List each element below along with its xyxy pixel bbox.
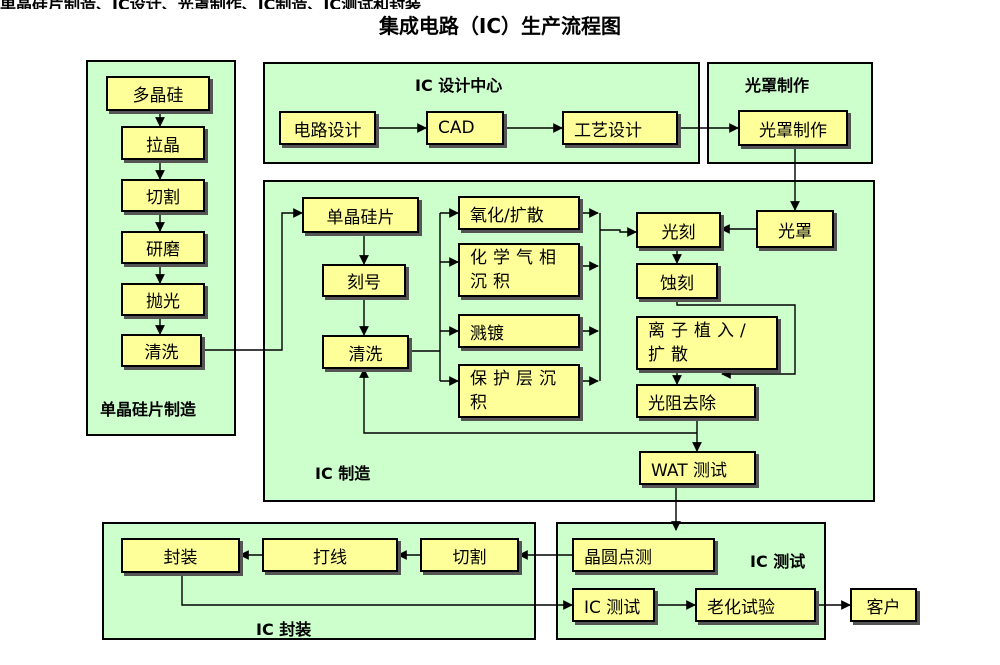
- box-wire-bond: 打线: [262, 538, 398, 572]
- box-mask: 光罩: [756, 210, 834, 248]
- box-process-design: 工艺设计: [562, 111, 678, 145]
- box-dicing: 切割: [420, 538, 519, 572]
- box-marking: 刻号: [322, 264, 406, 297]
- box-crystal-pull: 拉晶: [121, 126, 205, 160]
- box-wat-test: WAT 测试: [639, 451, 756, 485]
- box-grinding: 研磨: [121, 231, 205, 264]
- box-ion-implant: 离子植入/扩散: [636, 316, 778, 370]
- box-oxidation: 氧化/扩散: [458, 196, 580, 230]
- box-passivation: 保护层沉积: [458, 364, 580, 418]
- box-resist-strip: 光阻去除: [636, 384, 756, 418]
- box-ic-test: IC 测试: [572, 588, 655, 622]
- panel-label-mask: 光罩制作: [745, 76, 810, 95]
- box-burn-in: 老化试验: [695, 588, 816, 622]
- box-etch: 蚀刻: [636, 263, 718, 299]
- box-slicing: 切割: [121, 179, 205, 212]
- box-cad: CAD: [426, 111, 504, 145]
- box-wafer-clean: 清洗: [121, 334, 202, 367]
- box-cvd: 化学气相沉积: [458, 243, 580, 297]
- panel-label-package: IC 封装: [256, 620, 312, 639]
- panel-label-test: IC 测试: [750, 552, 806, 571]
- box-wafer-probe: 晶圆点测: [572, 538, 715, 572]
- box-customer: 客户: [850, 588, 917, 622]
- box-packaging: 封装: [121, 538, 240, 573]
- box-photolithography: 光刻: [636, 212, 721, 248]
- panel-label-wafer: 单晶硅片制造: [100, 400, 197, 419]
- box-single-wafer: 单晶硅片: [302, 197, 419, 233]
- box-polysilicon: 多晶硅: [106, 76, 210, 111]
- box-sputter: 溅镀: [458, 314, 580, 348]
- panel-label-fab: IC 制造: [315, 464, 371, 483]
- diagram-title: 集成电路（IC）生产流程图: [378, 14, 622, 38]
- box-polishing: 抛光: [121, 283, 205, 316]
- panel-label-design: IC 设计中心: [415, 76, 503, 95]
- box-mask-making: 光罩制作: [738, 110, 848, 146]
- box-fab-clean: 清洗: [322, 335, 409, 369]
- box-circuit-design: 电路设计: [279, 111, 376, 145]
